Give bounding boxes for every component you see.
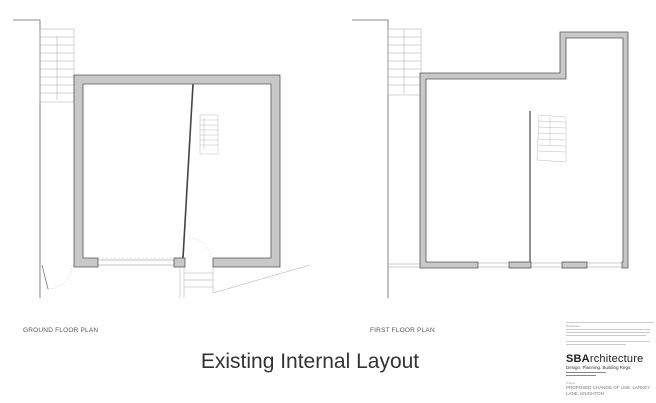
title-block: Disclaimer SBArchitecture Design. Planni… xyxy=(566,322,654,401)
first-floor-plan xyxy=(352,19,629,298)
disclaimer-text xyxy=(566,341,650,342)
disclaimer-text xyxy=(566,344,626,345)
ground-floor-plan-label: GROUND FLOOR PLAN xyxy=(23,327,99,334)
ground-floor-plan xyxy=(13,19,311,298)
wall-pier xyxy=(561,261,588,269)
disclaimer-text xyxy=(566,335,646,336)
project-heading: Project xyxy=(566,381,576,385)
sba-logo: SBArchitecture xyxy=(566,353,643,365)
gate xyxy=(41,264,49,290)
door-swing xyxy=(188,237,212,259)
disclaimer-text xyxy=(566,329,650,330)
logo-rest: rchitecture xyxy=(589,353,644,365)
boundary-line xyxy=(352,19,389,298)
entrance-steps xyxy=(179,264,311,298)
disclaimer-heading: Disclaimer xyxy=(566,324,581,328)
window xyxy=(98,257,174,266)
external-walls xyxy=(419,31,629,269)
external-stair xyxy=(387,28,422,96)
windows xyxy=(388,262,622,268)
logo-bold: SBA xyxy=(566,353,590,365)
external-walls xyxy=(73,74,281,268)
contact-email xyxy=(566,372,606,373)
wall-pier xyxy=(173,257,186,268)
disclaimer-text xyxy=(566,332,650,333)
tagline: Design. Planning. Building Regs. xyxy=(566,365,632,370)
first-floor-plan-label: FIRST FLOOR PLAN xyxy=(370,327,435,334)
wall-pier xyxy=(508,261,532,269)
drawing-title: Existing Internal Layout xyxy=(200,350,420,373)
internal-stair xyxy=(199,114,219,155)
partition-wall xyxy=(182,83,194,259)
contact-phone xyxy=(566,375,596,376)
external-stair xyxy=(39,28,75,103)
gate-swing xyxy=(47,264,73,290)
internal-stair xyxy=(536,114,567,163)
project-name: PROPOSED CHANGE OF USE, LARKEY LANE, KNI… xyxy=(566,385,651,396)
boundary-line xyxy=(13,19,41,298)
